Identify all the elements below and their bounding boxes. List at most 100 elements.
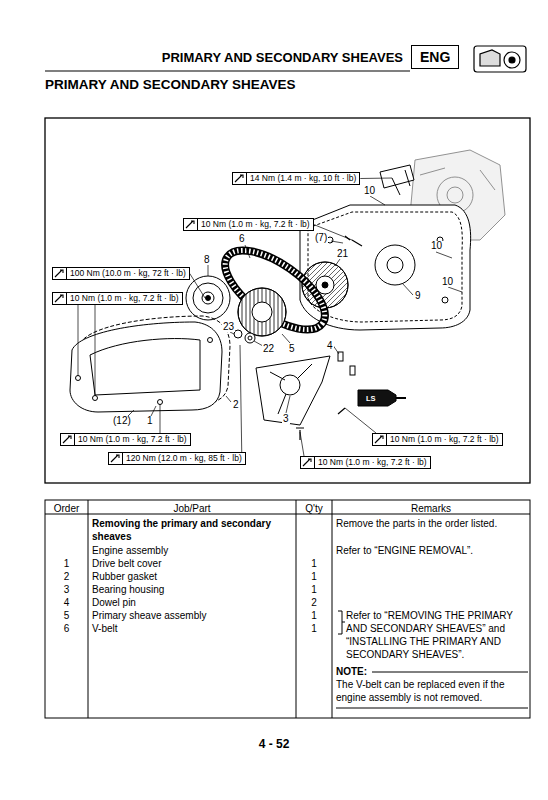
- torque-icon: [373, 434, 387, 445]
- table-cell: 1: [296, 609, 332, 622]
- engine-icon: [474, 46, 526, 72]
- table-cell: Rubber gasket: [92, 570, 292, 583]
- callout-number: 21: [336, 249, 349, 259]
- torque-value: 10 Nm (1.0 m · kg, 7.2 ft · lb): [318, 457, 427, 468]
- wrench-symbol: [63, 436, 71, 443]
- leader-line: [240, 345, 242, 452]
- callout-leaders: [128, 196, 462, 416]
- torque-value: 120 Nm (12.0 m · kg, 85 ft · lb): [126, 453, 242, 464]
- table-cell: 1: [296, 570, 332, 583]
- torque-icon: [301, 457, 315, 468]
- table-cell: 4: [45, 596, 88, 609]
- leader-line: [160, 404, 161, 433]
- note-text: The V-belt can be replaced even if the e…: [336, 678, 528, 704]
- callout-number: 4: [326, 341, 334, 351]
- table-cell: 1: [296, 583, 332, 596]
- illustration-frame: [45, 118, 530, 483]
- page-number: 4 - 52: [224, 738, 324, 751]
- callout-number: 22: [262, 344, 275, 354]
- primary-sheave-assembly: [238, 288, 286, 336]
- table-cell: Drive belt cover: [92, 557, 292, 570]
- mounting-bracket: [380, 165, 414, 195]
- callout-number: 2: [232, 400, 240, 410]
- torque-icon: [61, 434, 75, 445]
- table-header: Remarks: [332, 502, 530, 515]
- table-cell: Dowel pin: [92, 596, 292, 609]
- table-cell: 1: [296, 622, 332, 635]
- leader-line: [345, 408, 376, 433]
- running-head: PRIMARY AND SECONDARY SHEAVES: [162, 51, 403, 64]
- torque-icon: [233, 173, 247, 184]
- callout-number: 10: [363, 186, 376, 196]
- torque-box: 10 Nm (1.0 m · kg, 7.2 ft · lb): [60, 433, 191, 446]
- wrench-symbol: [186, 221, 194, 228]
- callout-number: 1: [146, 416, 154, 426]
- table-cell: 2: [45, 570, 88, 583]
- callout-number: 8: [203, 255, 211, 265]
- leader-line: [78, 305, 79, 376]
- table-cell: Refer to “ENGINE REMOVAL”.: [336, 544, 528, 557]
- torque-box: 120 Nm (12.0 m · kg, 85 ft · lb): [108, 452, 246, 465]
- leader-line: [300, 432, 304, 456]
- torque-value: 10 Nm (1.0 m · kg, 7.2 ft · lb): [78, 434, 187, 445]
- torque-icon: [109, 453, 123, 464]
- table-cell: Removing the primary and secondary sheav…: [92, 517, 292, 543]
- lubricant-symbol: LS: [366, 394, 376, 404]
- table-cell: Engine assembly: [92, 544, 292, 557]
- grease-tube: [358, 390, 406, 406]
- section-code: ENG: [420, 49, 450, 65]
- table-cell: Bearing housing: [92, 583, 292, 596]
- torque-icon: [53, 293, 67, 304]
- table-rules: [45, 500, 530, 718]
- section-heading: PRIMARY AND SECONDARY SHEAVES: [45, 78, 296, 91]
- callout-number: (12): [112, 416, 132, 426]
- primary-clutch: [186, 276, 230, 320]
- callout-number: 10: [441, 277, 454, 287]
- wrench-symbol: [55, 295, 63, 302]
- table-cell: V-belt: [92, 622, 292, 635]
- table-cell: Refer to “REMOVING THE PRIMARY AND SECON…: [346, 609, 528, 661]
- torque-box: 14 Nm (1.4 m · kg, 10 ft · lb): [232, 172, 360, 185]
- callout-number: 10: [430, 241, 443, 251]
- section-tab: ENG: [411, 45, 459, 69]
- leader-line: [360, 178, 392, 180]
- callout-number: 5: [288, 344, 296, 354]
- dowel-pins: [338, 352, 355, 375]
- torque-box: 10 Nm (1.0 m · kg, 7.2 ft · lb): [372, 433, 503, 446]
- drive-belt-cover: [70, 322, 222, 412]
- table-cell: 1: [45, 557, 88, 570]
- table-header: Job/Part: [88, 502, 296, 515]
- v-belt: [213, 235, 338, 344]
- torque-icon: [184, 219, 198, 230]
- callout-number: 3: [282, 414, 290, 424]
- torque-value: 14 Nm (1.4 m · kg, 10 ft · lb): [250, 173, 356, 184]
- wrench-symbol: [235, 175, 243, 182]
- table-cell: 2: [296, 596, 332, 609]
- torque-box: 10 Nm (1.0 m · kg, 7.2 ft · lb): [300, 456, 431, 469]
- callout-number: (7): [314, 233, 328, 243]
- torque-icon: [53, 268, 67, 279]
- leader-line: [190, 274, 205, 299]
- torque-box: 10 Nm (1.0 m · kg, 7.2 ft · lb): [52, 292, 183, 305]
- callout-number: 9: [414, 291, 422, 301]
- torque-box: 10 Nm (1.0 m · kg, 7.2 ft · lb): [183, 218, 314, 231]
- wrench-symbol: [375, 436, 383, 443]
- wrench-symbol: [111, 455, 119, 462]
- torque-box: 100 Nm (10.0 m · kg, 72 ft · lb): [52, 267, 190, 280]
- note-heading: NOTE:: [336, 665, 367, 678]
- table-header: Order: [45, 502, 88, 515]
- wrench-symbol: [303, 459, 311, 466]
- table-cell: 1: [296, 557, 332, 570]
- leader-line: [95, 305, 96, 396]
- callout-number: 6: [238, 234, 246, 244]
- callout-number: 23: [222, 322, 235, 332]
- torque-value: 10 Nm (1.0 m · kg, 7.2 ft · lb): [70, 293, 179, 304]
- torque-value: 10 Nm (1.0 m · kg, 7.2 ft · lb): [390, 434, 499, 445]
- table-header: Q'ty: [296, 502, 332, 515]
- bearing-housing: [256, 356, 330, 425]
- table-cell: 5: [45, 609, 88, 622]
- wrench-symbol: [55, 270, 63, 277]
- header-rule: [45, 70, 410, 71]
- washers: [234, 330, 255, 343]
